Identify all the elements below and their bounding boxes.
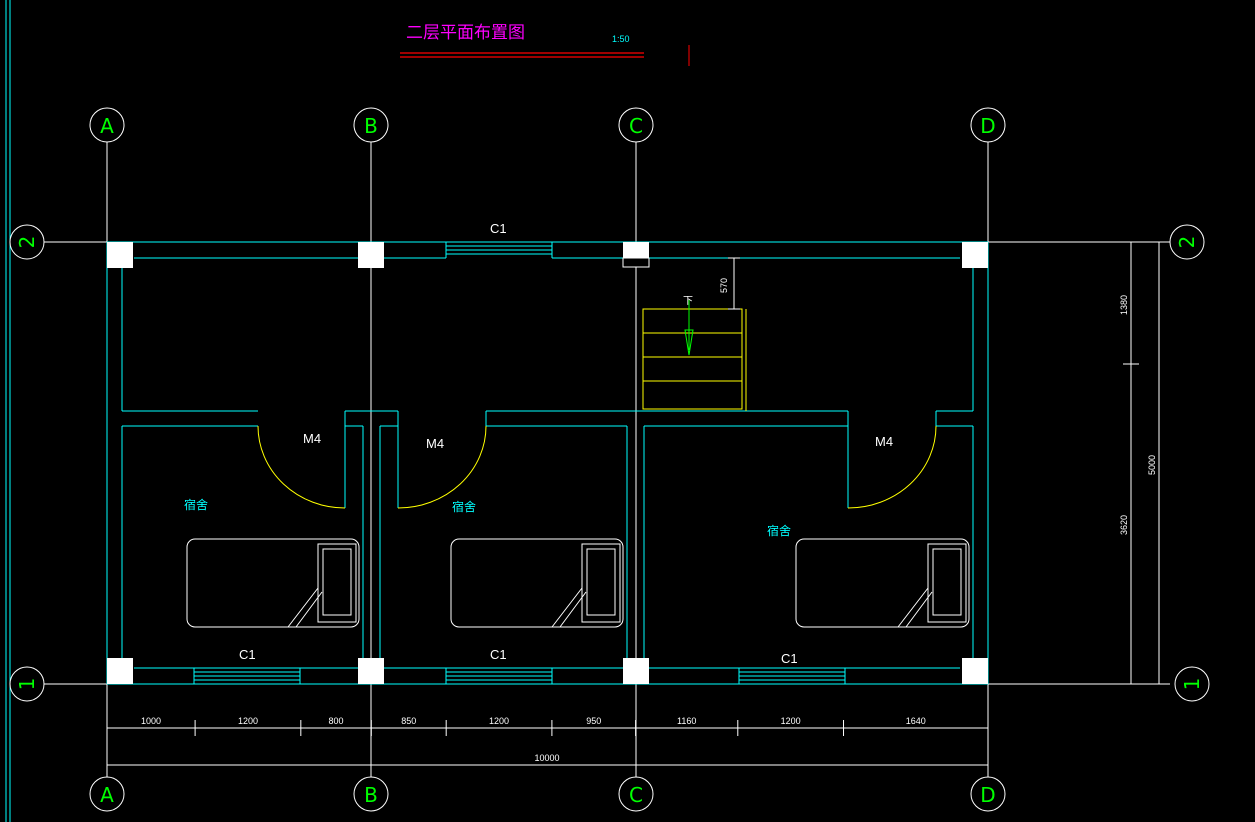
drawing-scale: 1:50 — [612, 34, 630, 44]
room-label-3: 宿舍 — [767, 523, 791, 538]
dim-bottom-segment: 850 — [401, 716, 416, 726]
walls — [106, 241, 989, 685]
door-room-2 — [397, 425, 487, 509]
door-room-1 — [257, 425, 346, 509]
grid-bubble-1-right: 1 — [1174, 666, 1210, 702]
grid-bubbles: A B C D A B C D 2 2 1 1 — [9, 107, 1210, 812]
bottom-dimension-texts: 10000 1000 1200 800 850 1200 950 1160 1200 1640 — [141, 716, 926, 763]
dim-right-1380: 1380 — [1119, 295, 1129, 315]
column-B1 — [358, 658, 384, 684]
svg-text:570: 570 — [719, 278, 729, 293]
grid-bubble-A-bottom: A — [89, 776, 125, 812]
svg-text:A: A — [100, 783, 114, 807]
svg-text:B: B — [364, 783, 378, 807]
dim-bottom-segment: 800 — [329, 716, 344, 726]
dim-bottom-segment: 1640 — [906, 716, 926, 726]
dim-bottom-segment: 1200 — [781, 716, 801, 726]
drawing-title: 二层平面布置图 — [406, 23, 525, 43]
dim-right-5000: 5000 — [1147, 455, 1157, 475]
door-tag-2: M4 — [426, 436, 444, 451]
room-labels: 宿舍 宿舍 宿舍 — [184, 497, 791, 538]
door-tag-3: M4 — [875, 434, 893, 449]
window-tag-bottom-3: C1 — [781, 651, 798, 666]
dim-bottom-segment: 1000 — [141, 716, 161, 726]
grid-bubble-A-top: A — [89, 107, 125, 143]
grid-bubble-D-bottom: D — [970, 776, 1006, 812]
window-bottom-2 — [445, 668, 553, 684]
columns — [107, 242, 988, 684]
column-C2 — [623, 242, 649, 258]
bed-2 — [450, 538, 624, 628]
room-label-1: 宿舍 — [184, 497, 208, 512]
grid-bubble-1-left: 1 — [9, 666, 45, 702]
door-tag-1: M4 — [303, 431, 321, 446]
dim-bottom-segment: 1160 — [677, 716, 696, 726]
dim-bottom-segment: 1200 — [238, 716, 258, 726]
beds — [186, 538, 970, 628]
window-bottom-1 — [193, 668, 301, 684]
svg-text:A: A — [100, 114, 114, 138]
svg-text:D: D — [980, 783, 995, 807]
svg-text:1: 1 — [1180, 678, 1204, 691]
drawing-title-block: 二层平面布置图 1:50 — [400, 23, 690, 66]
column-A1 — [107, 658, 133, 684]
window-top — [445, 242, 553, 258]
stair-offset-dimension: 570 — [719, 257, 740, 310]
stair-direction-arrow: 下 — [683, 296, 694, 356]
grid-bubble-B-top: B — [353, 107, 389, 143]
grid-bubble-2-right: 2 — [1169, 224, 1205, 260]
svg-text:1: 1 — [15, 678, 39, 691]
column-C2-base — [622, 257, 650, 268]
grid-bubble-B-bottom: B — [353, 776, 389, 812]
stair-direction-label: 下 — [683, 296, 693, 307]
svg-text:D: D — [980, 114, 995, 138]
grid-bubble-C-top: C — [618, 107, 654, 143]
stair — [642, 308, 747, 411]
column-C1 — [623, 658, 649, 684]
grid-bubble-D-top: D — [970, 107, 1006, 143]
column-D2 — [962, 242, 988, 268]
column-D1 — [962, 658, 988, 684]
column-A2 — [107, 242, 133, 268]
right-dimension-lines — [1123, 241, 1167, 685]
window-tag-bottom-2: C1 — [490, 647, 507, 662]
grid-bubble-2-left: 2 — [9, 224, 45, 260]
grid-bubble-C-bottom: C — [618, 776, 654, 812]
bed-1 — [186, 538, 360, 628]
bottom-dimension-lines — [106, 720, 989, 773]
window-tag-bottom-1: C1 — [239, 647, 256, 662]
room-label-2: 宿舍 — [452, 499, 476, 514]
bed-3 — [795, 538, 970, 628]
svg-text:2: 2 — [1175, 236, 1199, 249]
door-room-3 — [847, 425, 937, 509]
dim-right-3620: 3620 — [1119, 515, 1129, 535]
window-tag-top: C1 — [490, 221, 507, 236]
windows — [193, 242, 846, 684]
dim-bottom-segment: 950 — [586, 716, 601, 726]
doors — [257, 425, 937, 509]
right-dimension-texts: 1380 3620 5000 — [1119, 295, 1157, 535]
column-B2 — [358, 242, 384, 268]
svg-text:C: C — [629, 783, 643, 807]
window-bottom-3 — [738, 668, 846, 684]
svg-text:B: B — [364, 114, 378, 138]
svg-text:C: C — [629, 114, 643, 138]
window-tags: C1 C1 C1 C1 — [239, 221, 798, 666]
dim-bottom-total: 10000 — [534, 753, 559, 763]
svg-text:2: 2 — [15, 236, 39, 249]
door-tags: M4 M4 M4 — [303, 431, 893, 451]
drawing-frame — [5, 0, 11, 822]
dim-bottom-segment: 1200 — [489, 716, 509, 726]
